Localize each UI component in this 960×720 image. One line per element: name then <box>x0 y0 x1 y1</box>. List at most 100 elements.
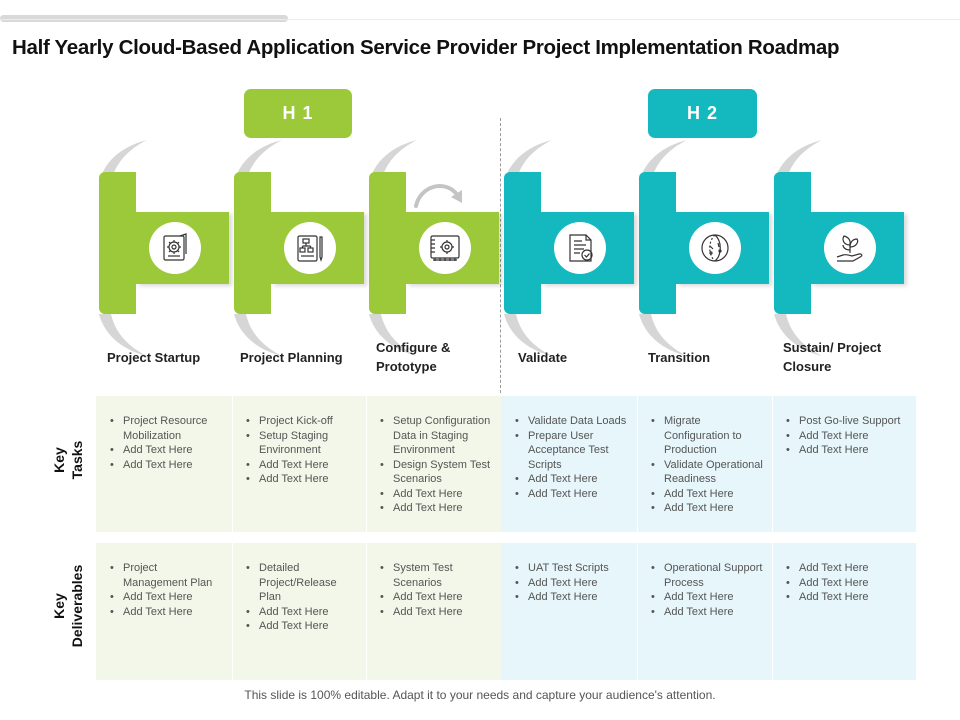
plant-hand-icon <box>824 222 876 274</box>
column-separator <box>232 543 233 680</box>
table-cell: Project Resource MobilizationAdd Text He… <box>110 414 224 472</box>
column-separator <box>366 396 367 532</box>
list-item: System Test Scenarios <box>380 561 493 590</box>
list-item: Add Text Here <box>110 458 224 473</box>
stage-label-line: Transition <box>648 350 711 365</box>
row-label-line: Key <box>51 593 67 619</box>
top-rule <box>0 19 960 20</box>
stage-bar <box>369 172 406 314</box>
list-item: Add Text Here <box>515 576 629 591</box>
transition-circle-icon <box>689 222 741 274</box>
column-separator <box>772 396 773 532</box>
list-item: Add Text Here <box>651 487 764 502</box>
stage-bar <box>99 172 136 314</box>
list-item: Add Text Here <box>246 605 358 620</box>
list-item: Setup Staging Environment <box>246 429 358 458</box>
list-item: Setup Configuration Data in Staging Envi… <box>380 414 493 458</box>
list-item: Add Text Here <box>246 619 358 634</box>
list-item: Detailed Project/Release Plan <box>246 561 358 605</box>
top-progress-bar <box>0 15 288 22</box>
column-separator <box>637 543 638 680</box>
table-cell: Operational Support ProcessAdd Text Here… <box>651 561 764 619</box>
list-item: Add Text Here <box>110 443 224 458</box>
blueprint-gear-icon <box>419 222 471 274</box>
bullet-list: UAT Test ScriptsAdd Text HereAdd Text He… <box>515 561 629 605</box>
list-item: Add Text Here <box>651 501 764 516</box>
list-item: Add Text Here <box>786 561 908 576</box>
list-item: Add Text Here <box>786 590 908 605</box>
bullet-list: Setup Configuration Data in Staging Envi… <box>380 414 493 516</box>
stage-label-line: Validate <box>518 350 568 365</box>
list-item: Add Text Here <box>380 501 493 516</box>
stage-label: Validate <box>518 348 567 367</box>
table-cell: Migrate Configuration to ProductionValid… <box>651 414 764 516</box>
list-item: Add Text Here <box>246 472 358 487</box>
stage-shape <box>639 172 769 314</box>
list-item: Design System Test Scenarios <box>380 458 493 487</box>
stage-swoosh <box>639 140 687 356</box>
stage-label-line: Project Planning <box>240 350 343 365</box>
footer-note: This slide is 100% editable. Adapt it to… <box>244 688 716 702</box>
table-cell: UAT Test ScriptsAdd Text HereAdd Text He… <box>515 561 629 605</box>
list-item: Add Text Here <box>515 487 629 502</box>
curved-arrow-icon <box>414 184 462 208</box>
stage-shape <box>774 172 904 314</box>
list-item: Validate Operational Readiness <box>651 458 764 487</box>
list-item: Add Text Here <box>786 429 908 444</box>
column-separator <box>772 543 773 680</box>
list-item: Add Text Here <box>110 605 224 620</box>
settings-document-icon <box>149 222 201 274</box>
list-item: Project Resource Mobilization <box>110 414 224 443</box>
list-item: UAT Test Scripts <box>515 561 629 576</box>
list-item: Add Text Here <box>380 590 493 605</box>
half-badge-h1: H 1 <box>244 89 352 138</box>
list-item: Project Management Plan <box>110 561 224 590</box>
table-cell: Validate Data LoadsPrepare User Acceptan… <box>515 414 629 501</box>
half-divider <box>500 118 501 393</box>
table-cell: Project Management PlanAdd Text HereAdd … <box>110 561 224 619</box>
list-item: Add Text Here <box>246 458 358 473</box>
page-title: Half Yearly Cloud-Based Application Serv… <box>12 36 840 59</box>
stage-swoosh <box>234 140 282 356</box>
bullet-list: System Test ScenariosAdd Text HereAdd Te… <box>380 561 493 619</box>
bullet-list: Project Kick-offSetup Staging Environmen… <box>246 414 358 487</box>
table-cell: Setup Configuration Data in Staging Envi… <box>380 414 493 516</box>
bullet-list: Migrate Configuration to ProductionValid… <box>651 414 764 516</box>
stage-label-line: Sustain/ Project <box>783 340 882 355</box>
stage-label: Project Startup <box>107 348 200 367</box>
stage-swoosh <box>369 140 417 356</box>
column-separator <box>366 543 367 680</box>
list-item: Validate Data Loads <box>515 414 629 429</box>
list-item: Add Text Here <box>651 590 764 605</box>
stage-bar <box>639 172 676 314</box>
list-item: Migrate Configuration to Production <box>651 414 764 458</box>
list-item: Operational Support Process <box>651 561 764 590</box>
bullet-list: Post Go-live SupportAdd Text HereAdd Tex… <box>786 414 908 458</box>
list-item: Project Kick-off <box>246 414 358 429</box>
row-label-line: Key <box>51 447 67 473</box>
stage-swoosh <box>99 140 147 356</box>
table-cell: Post Go-live SupportAdd Text HereAdd Tex… <box>786 414 908 458</box>
stage-shape <box>99 172 229 314</box>
bullet-list: Operational Support ProcessAdd Text Here… <box>651 561 764 619</box>
stage-swoosh <box>504 140 552 356</box>
table-cell: Detailed Project/Release PlanAdd Text He… <box>246 561 358 634</box>
list-item: Add Text Here <box>786 576 908 591</box>
bullet-list: Project Resource MobilizationAdd Text He… <box>110 414 224 472</box>
bullet-list: Detailed Project/Release PlanAdd Text He… <box>246 561 358 634</box>
list-item: Prepare User Acceptance Test Scripts <box>515 429 629 473</box>
stage-label: Transition <box>648 348 710 367</box>
stage-label-line: Prototype <box>376 359 437 374</box>
list-item: Add Text Here <box>515 590 629 605</box>
flowchart-plan-icon <box>284 222 336 274</box>
stage-label: Configure &Prototype <box>376 338 450 376</box>
stage-label: Project Planning <box>240 348 343 367</box>
half-badge-h2: H 2 <box>648 89 757 138</box>
stage-shape <box>369 172 499 314</box>
bullet-list: Validate Data LoadsPrepare User Acceptan… <box>515 414 629 501</box>
list-item: Add Text Here <box>110 590 224 605</box>
list-item: Add Text Here <box>380 605 493 620</box>
stage-bar <box>234 172 271 314</box>
